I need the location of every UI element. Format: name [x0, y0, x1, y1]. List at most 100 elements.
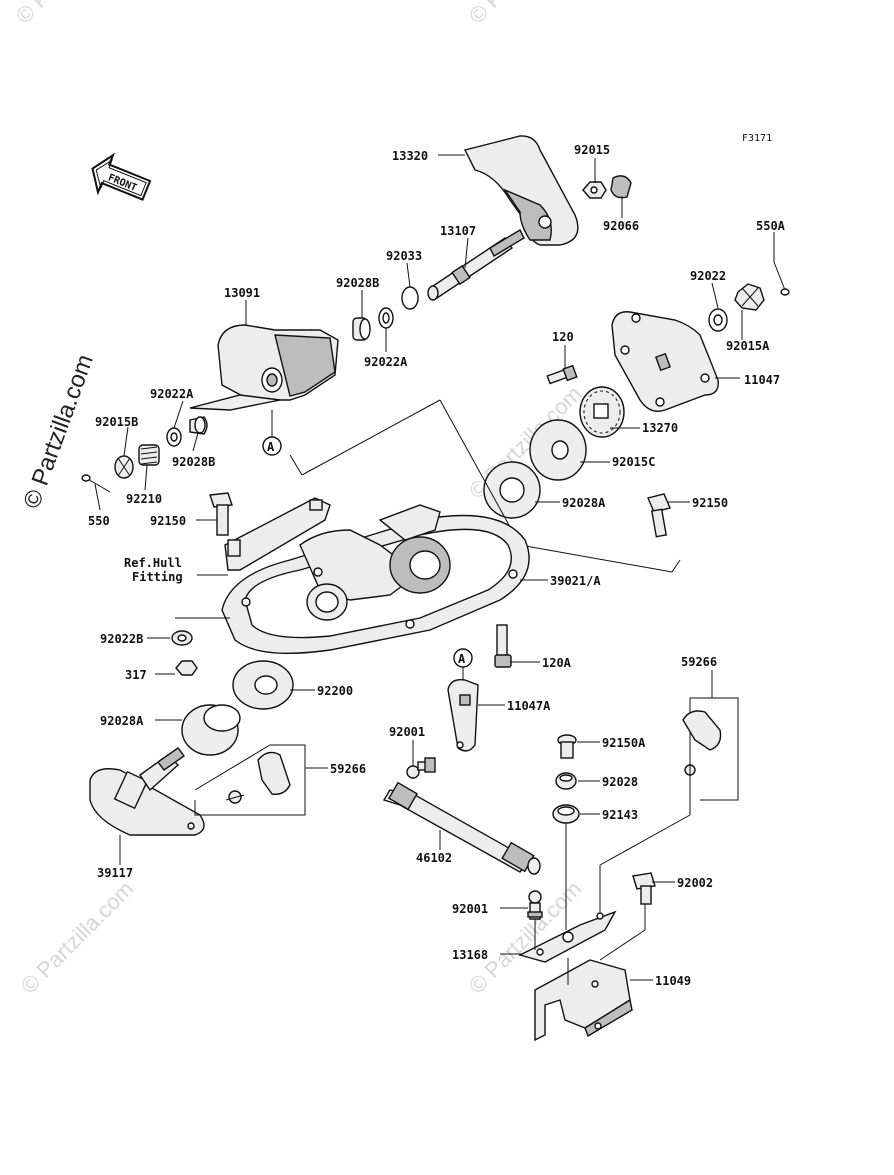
label-92210: 92210 [126, 492, 162, 506]
cam-hole [551, 440, 569, 460]
bushing-hole [194, 416, 206, 434]
washer-hole [382, 312, 390, 324]
plate-13168 [518, 910, 617, 963]
nut-hole [590, 186, 598, 194]
bushing-92028A-left [181, 704, 241, 756]
label-92150A: 92150A [602, 736, 646, 750]
label-11047: 11047 [744, 373, 780, 387]
ball-stud-92001-bottom [527, 890, 543, 920]
spring-92210 [138, 444, 160, 466]
bracket-stud [227, 539, 241, 557]
assembly-lines [289, 399, 681, 573]
nut-317 [175, 660, 198, 676]
cotter-pin-550 [81, 474, 111, 493]
castle-nut-92015A [734, 283, 765, 311]
label-92028A-left: 92028A [100, 714, 144, 728]
label-92028A-right: 92028A [562, 496, 606, 510]
callout-A-text: A [267, 440, 275, 454]
front-arrow-icon: FRONT [91, 152, 152, 201]
label-92033: 92033 [386, 249, 422, 263]
base-plate-39021A [221, 504, 530, 655]
label-92001-top: 92001 [389, 725, 425, 739]
bolt-92002 [632, 872, 656, 905]
castle-nut-92015B [114, 455, 134, 479]
label-550A: 550A [756, 219, 786, 233]
label-39021A: 39021/A [550, 574, 601, 588]
watermark: © Partzilla.com [11, 0, 134, 29]
label-550: 550 [88, 514, 110, 528]
label-92028B-left: 92028B [172, 455, 215, 469]
label-46102: 46102 [416, 851, 452, 865]
rod-46102 [382, 781, 541, 875]
ball-joint-59266-right [682, 697, 739, 801]
bolt-92150-left [209, 492, 233, 536]
label-92015A: 92015A [726, 339, 770, 353]
label-92028B-top: 92028B [336, 276, 379, 290]
bolt-92150-right [647, 493, 671, 538]
label-92150-left: 92150 [150, 514, 186, 528]
label-92022A-top: 92022A [364, 355, 408, 369]
clamp-hole [538, 215, 552, 229]
steering-arm-39117 [89, 747, 205, 836]
label-92015C: 92015C [612, 455, 655, 469]
ball-stud-92001-top [406, 757, 436, 779]
bushing-hole [499, 477, 525, 503]
ball-joint-59266-left [194, 744, 306, 816]
bracket-tab [309, 499, 323, 511]
label-59266-right: 59266 [681, 655, 717, 669]
bushing-hole [557, 806, 575, 816]
label-59266-left: 59266 [330, 762, 366, 776]
column-housing-13091 [189, 324, 339, 411]
label-92066: 92066 [603, 219, 639, 233]
handle-cover-13320 [463, 135, 579, 246]
washer-hole [254, 675, 278, 695]
label-317: 317 [125, 668, 147, 682]
washer-hole [170, 432, 178, 442]
circlip-92033 [401, 286, 419, 310]
watermark-side: © Partzilla.com [18, 351, 99, 512]
bolt-92150A [557, 734, 577, 759]
label-92200: 92200 [317, 684, 353, 698]
pin-550A [773, 261, 790, 296]
bracket-11049 [534, 959, 633, 1042]
collar-92066 [610, 175, 632, 199]
callout-A-text: A [458, 652, 466, 666]
label-92015B: 92015B [95, 415, 138, 429]
label-92022B: 92022B [100, 632, 143, 646]
label-11047A: 11047A [507, 699, 551, 713]
figure-code: F3171 [742, 133, 772, 144]
label-13320: 13320 [392, 149, 428, 163]
hull-bracket [224, 497, 331, 571]
handle-clamp [503, 188, 552, 241]
label-92001-bottom: 92001 [452, 902, 488, 916]
label-92022: 92022 [690, 269, 726, 283]
lever-11047 [611, 311, 719, 412]
label-ref-hull-2: Fitting [132, 570, 183, 584]
shaft-13107 [427, 229, 525, 301]
label-92015: 92015 [574, 143, 610, 157]
label-92150-right: 92150 [692, 496, 728, 510]
label-92022A-left: 92022A [150, 387, 194, 401]
bolt-120 [546, 364, 578, 385]
bushing-hole [359, 318, 371, 340]
label-13270: 13270 [642, 421, 678, 435]
collar-hole [559, 774, 573, 782]
label-92028: 92028 [602, 775, 638, 789]
label-39117: 39117 [97, 866, 133, 880]
label-120: 120 [552, 330, 574, 344]
label-92002: 92002 [677, 876, 713, 890]
part-labels: 13320 92015 92066 13107 92033 92028B 920… [88, 143, 786, 988]
label-92143: 92143 [602, 808, 638, 822]
label-120A: 120A [542, 656, 572, 670]
watermark: © Partzilla.com [464, 0, 587, 29]
label-11049: 11049 [655, 974, 691, 988]
washer-hole [713, 314, 723, 326]
label-13107: 13107 [440, 224, 476, 238]
lever-11047A [447, 679, 479, 752]
assembly-lines-bottom [534, 800, 691, 985]
leader-lines [94, 154, 775, 981]
gear-plate-13270 [579, 386, 625, 438]
label-13091: 13091 [224, 286, 260, 300]
